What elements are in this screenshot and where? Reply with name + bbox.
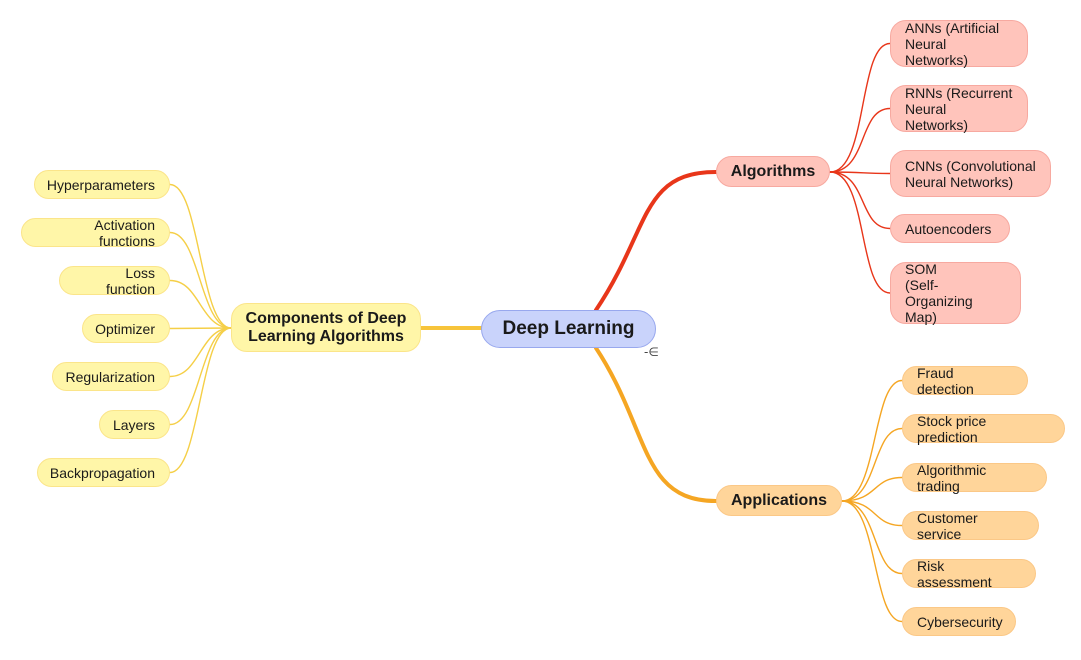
connector-algorithm-4 xyxy=(829,171,891,294)
algorithm-item-anns-artificial-neural-networks[interactable]: ANNs (Artificial Neural Networks) xyxy=(890,20,1028,68)
connector-component-2 xyxy=(169,279,232,329)
application-item-fraud-detection[interactable]: Fraud detection xyxy=(902,365,1028,397)
connector-component-0 xyxy=(169,183,232,329)
root-topic-deep-learning[interactable]: Deep Learning xyxy=(481,310,656,348)
connector-root-applications xyxy=(594,346,718,503)
collapse-marker-icon[interactable]: -∈ xyxy=(644,345,659,359)
branch-components[interactable]: Components of Deep Learning Algorithms xyxy=(231,303,421,352)
algorithm-item-som-self-organizing-map[interactable]: SOM (Self-Organizing Map) xyxy=(890,261,1021,325)
algorithm-item-autoencoders[interactable]: Autoencoders xyxy=(890,214,1010,243)
component-item-regularization[interactable]: Regularization xyxy=(52,362,170,391)
application-item-stock-price-prediction[interactable]: Stock price prediction xyxy=(902,413,1065,445)
connector-application-2 xyxy=(841,476,903,502)
connector-algorithm-2 xyxy=(829,171,891,175)
component-item-hyperparameters[interactable]: Hyperparameters xyxy=(34,170,170,199)
connector-algorithm-3 xyxy=(829,171,891,230)
connector-application-3 xyxy=(841,500,903,527)
connector-component-5 xyxy=(169,327,232,426)
component-item-backpropagation[interactable]: Backpropagation xyxy=(37,458,170,487)
algorithm-item-cnns-convolutional-neural-networks[interactable]: CNNs (Convolutional Neural Networks) xyxy=(890,150,1051,197)
connector-algorithm-0 xyxy=(829,42,891,173)
connector-component-3 xyxy=(169,327,232,330)
application-item-risk-assessment[interactable]: Risk assessment xyxy=(902,558,1036,590)
connector-application-5 xyxy=(841,500,903,623)
component-item-optimizer[interactable]: Optimizer xyxy=(82,314,170,343)
connector-algorithm-1 xyxy=(829,107,891,173)
component-item-layers[interactable]: Layers xyxy=(99,410,170,439)
connector-component-1 xyxy=(169,231,232,329)
connector-application-4 xyxy=(841,500,903,575)
connector-application-0 xyxy=(841,379,903,502)
application-item-cybersecurity[interactable]: Cybersecurity xyxy=(902,607,1016,636)
algorithm-item-rnns-recurrent-neural-networks[interactable]: RNNs (Recurrent Neural Networks) xyxy=(890,85,1028,133)
application-item-algorithmic-trading[interactable]: Algorithmic trading xyxy=(902,462,1047,494)
component-item-activation-functions[interactable]: Activation functions xyxy=(21,217,170,249)
connector-component-6 xyxy=(169,327,232,474)
component-item-loss-function[interactable]: Loss function xyxy=(59,265,170,297)
branch-algorithms[interactable]: Algorithms xyxy=(716,156,830,187)
application-item-customer-service[interactable]: Customer service xyxy=(902,510,1039,542)
connector-root-algorithms xyxy=(594,170,718,312)
connector-component-4 xyxy=(169,327,232,378)
branch-applications[interactable]: Applications xyxy=(716,485,842,516)
connector-application-1 xyxy=(841,427,903,502)
